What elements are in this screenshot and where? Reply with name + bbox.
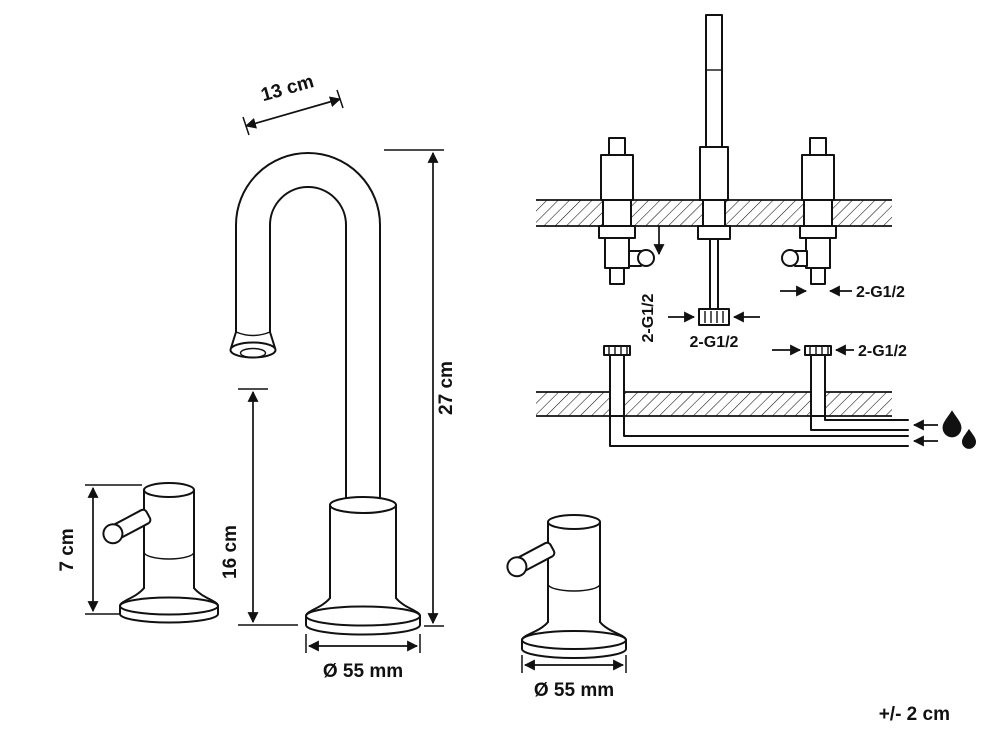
thread-supply-label: 2-G1/2: [858, 343, 907, 360]
left-valve-assembly: [598, 137, 655, 285]
tolerance-note: +/- 2 cm: [879, 704, 950, 725]
water-drop-icon: [942, 410, 962, 438]
handle-base: [119, 587, 219, 624]
column-top: [329, 496, 397, 514]
spout-outer-edge: [235, 152, 381, 506]
handle-base: [521, 621, 627, 659]
nozzle-opening: [239, 347, 267, 359]
thread-center-label: 2-G1/2: [690, 334, 739, 351]
water-inlet-indicator: [912, 410, 977, 449]
supply-connectors: [603, 345, 832, 417]
left-handle: [102, 482, 219, 624]
right-valve-assembly: [781, 137, 837, 285]
handle-lever: [102, 508, 152, 545]
deck-cross-section: [536, 392, 892, 416]
dim-outlet-height-label: 16 cm: [220, 525, 241, 579]
dim-base-diameter-label: Ø 55 mm: [323, 661, 403, 682]
thread-right-label: 2-G1/2: [856, 284, 905, 301]
bottom-handle: [506, 514, 627, 659]
supply-pipes: [609, 415, 909, 447]
dim-total-height-label: 27 cm: [436, 361, 457, 415]
installation-diagram: 2-G1/2 2-G1/2 2-G1/2 2-G1/2: [536, 14, 977, 449]
dim-spout-reach-label: 13 cm: [259, 71, 317, 106]
water-drop-icon: [961, 428, 977, 449]
thread-left-label: 2-G1/2: [640, 293, 657, 342]
spout-inner-edge: [269, 186, 347, 506]
spout-shank-assembly: [697, 14, 731, 326]
spout-nozzle: [229, 341, 277, 359]
main-faucet: [229, 152, 421, 636]
dim-handle-height-label: 7 cm: [57, 528, 78, 571]
dim-handle-base-diameter-label: Ø 55 mm: [534, 680, 614, 701]
handle-lever: [506, 541, 556, 578]
faucet-base: [305, 597, 421, 636]
thread-annotations: 2-G1/2 2-G1/2 2-G1/2 2-G1/2: [640, 226, 907, 360]
